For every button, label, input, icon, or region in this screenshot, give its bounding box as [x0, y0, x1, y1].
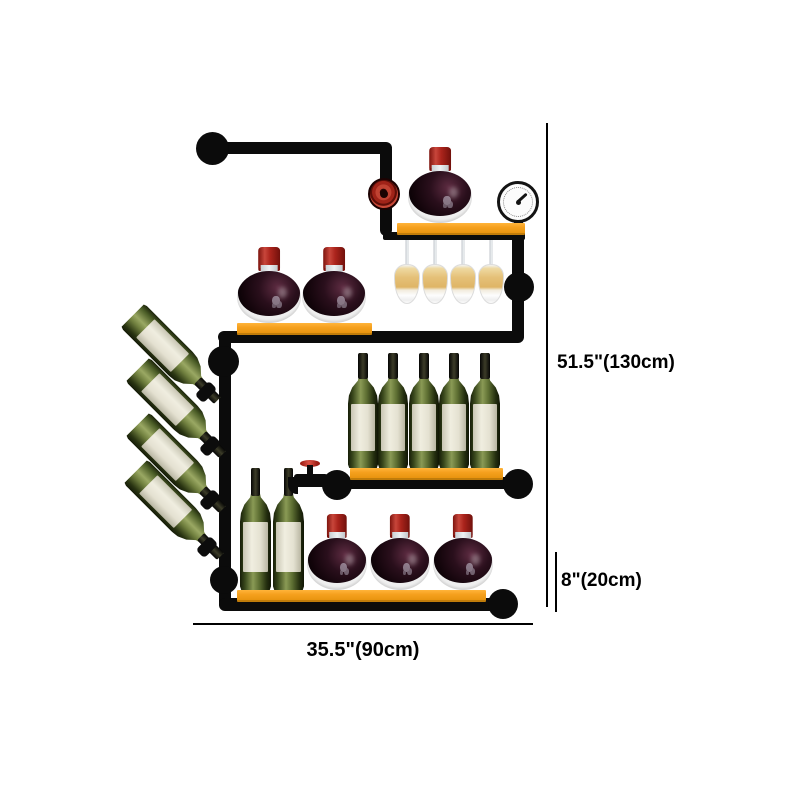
decanter-body	[408, 171, 472, 223]
wine-glass-1	[394, 240, 420, 304]
glass-shine	[277, 286, 287, 299]
pipe-flange-left-lower	[210, 566, 238, 594]
glass-shine	[408, 553, 417, 566]
glass-stem	[489, 240, 493, 267]
decanter-body	[237, 271, 301, 323]
height-dimension-label: 51.5"(130cm)	[557, 352, 675, 373]
bottle-capsule	[419, 353, 429, 380]
wine-bottle-b1	[240, 468, 271, 590]
bottle-label	[351, 403, 375, 451]
bottle-capsule	[449, 353, 459, 380]
bottle-label	[442, 403, 466, 451]
decanter-neck	[260, 265, 278, 275]
decanter-body	[433, 538, 493, 590]
gap-dimension-line	[555, 552, 557, 612]
wine-fill	[434, 538, 492, 583]
glass-shine	[345, 553, 354, 566]
shelf-board-bottom	[237, 590, 486, 602]
decanter-neck	[329, 532, 345, 542]
bottle-label	[381, 403, 405, 451]
gap-dimension-label: 8"(20cm)	[561, 570, 642, 591]
wine-glass-2	[422, 240, 448, 304]
decanter-neck	[455, 532, 471, 542]
wine-glass-4	[478, 240, 504, 304]
wine-decanter-2a	[237, 247, 301, 323]
width-dimension-label: 35.5"(90cm)	[306, 639, 420, 661]
decanter-neck	[325, 265, 343, 275]
grape-logo	[340, 563, 348, 573]
wine-decanter-b1	[307, 514, 367, 590]
wine-bottle-m1	[348, 353, 378, 468]
pipe-flange-top-left	[196, 132, 229, 165]
decanter-body	[307, 538, 367, 590]
shelf-board-top	[397, 223, 525, 235]
grape-logo	[443, 196, 451, 206]
pipe-flange-right	[504, 272, 534, 302]
decanter-neck	[392, 532, 408, 542]
bottle-capsule	[388, 353, 398, 380]
glass-bowl	[450, 264, 476, 304]
glass-shine	[342, 286, 352, 299]
pipe-top-horizontal	[210, 142, 392, 154]
glass-shine	[471, 553, 480, 566]
ball-joint-bottom-right	[488, 589, 518, 619]
bottle-label	[276, 521, 301, 572]
bottle-label	[243, 521, 268, 572]
wine-fill	[409, 171, 471, 216]
wine-decanter-b3	[433, 514, 493, 590]
glass-stem	[433, 240, 437, 267]
shelf1-glass-rail	[383, 232, 525, 240]
wine-bottle-m3	[409, 353, 439, 468]
wine-decanter-top	[408, 147, 472, 223]
ball-joint-shelf3-right	[503, 469, 533, 499]
height-dimension-line	[546, 123, 548, 607]
pressure-gauge	[497, 181, 539, 223]
wine-decanter-2b	[302, 247, 366, 323]
wine-fill	[303, 271, 365, 316]
grape-logo	[403, 563, 411, 573]
gauge-needle	[515, 192, 528, 204]
tap-spout	[288, 477, 298, 494]
wine-fill	[308, 538, 366, 583]
grape-logo	[466, 563, 474, 573]
shelf-board-middle	[350, 468, 503, 480]
glass-stem	[461, 240, 465, 267]
glass-bowl	[422, 264, 448, 304]
pipe-flange-left-upper	[208, 346, 239, 377]
glass-stem	[405, 240, 409, 267]
decanter-body	[370, 538, 430, 590]
wine-bottle-m4	[439, 353, 469, 468]
wine-fill	[238, 271, 300, 316]
wine-glass-3	[450, 240, 476, 304]
grape-logo	[337, 296, 345, 306]
tap-stem	[307, 465, 313, 477]
shelf-board-second	[237, 323, 372, 335]
bottle-label	[473, 403, 497, 451]
width-dimension-line	[193, 623, 533, 625]
pipe-shelf3-horizontal	[346, 477, 518, 489]
tap-body	[294, 474, 328, 487]
wine-decanter-b2	[370, 514, 430, 590]
bottle-capsule	[358, 353, 368, 380]
valve-wheel	[368, 178, 400, 210]
wine-fill	[371, 538, 429, 583]
bottle-label	[412, 403, 436, 451]
glass-bowl	[394, 264, 420, 304]
bottle-capsule	[250, 468, 261, 497]
decanter-body	[302, 271, 366, 323]
decanter-neck	[431, 165, 449, 175]
wine-bottle-m2	[378, 353, 408, 468]
pipe-left-vertical	[219, 334, 231, 608]
wine-bottle-m5	[470, 353, 500, 468]
bottle-capsule	[480, 353, 490, 380]
glass-shine	[448, 186, 458, 199]
grape-logo	[272, 296, 280, 306]
tap-handle	[300, 460, 320, 467]
glass-bowl	[478, 264, 504, 304]
